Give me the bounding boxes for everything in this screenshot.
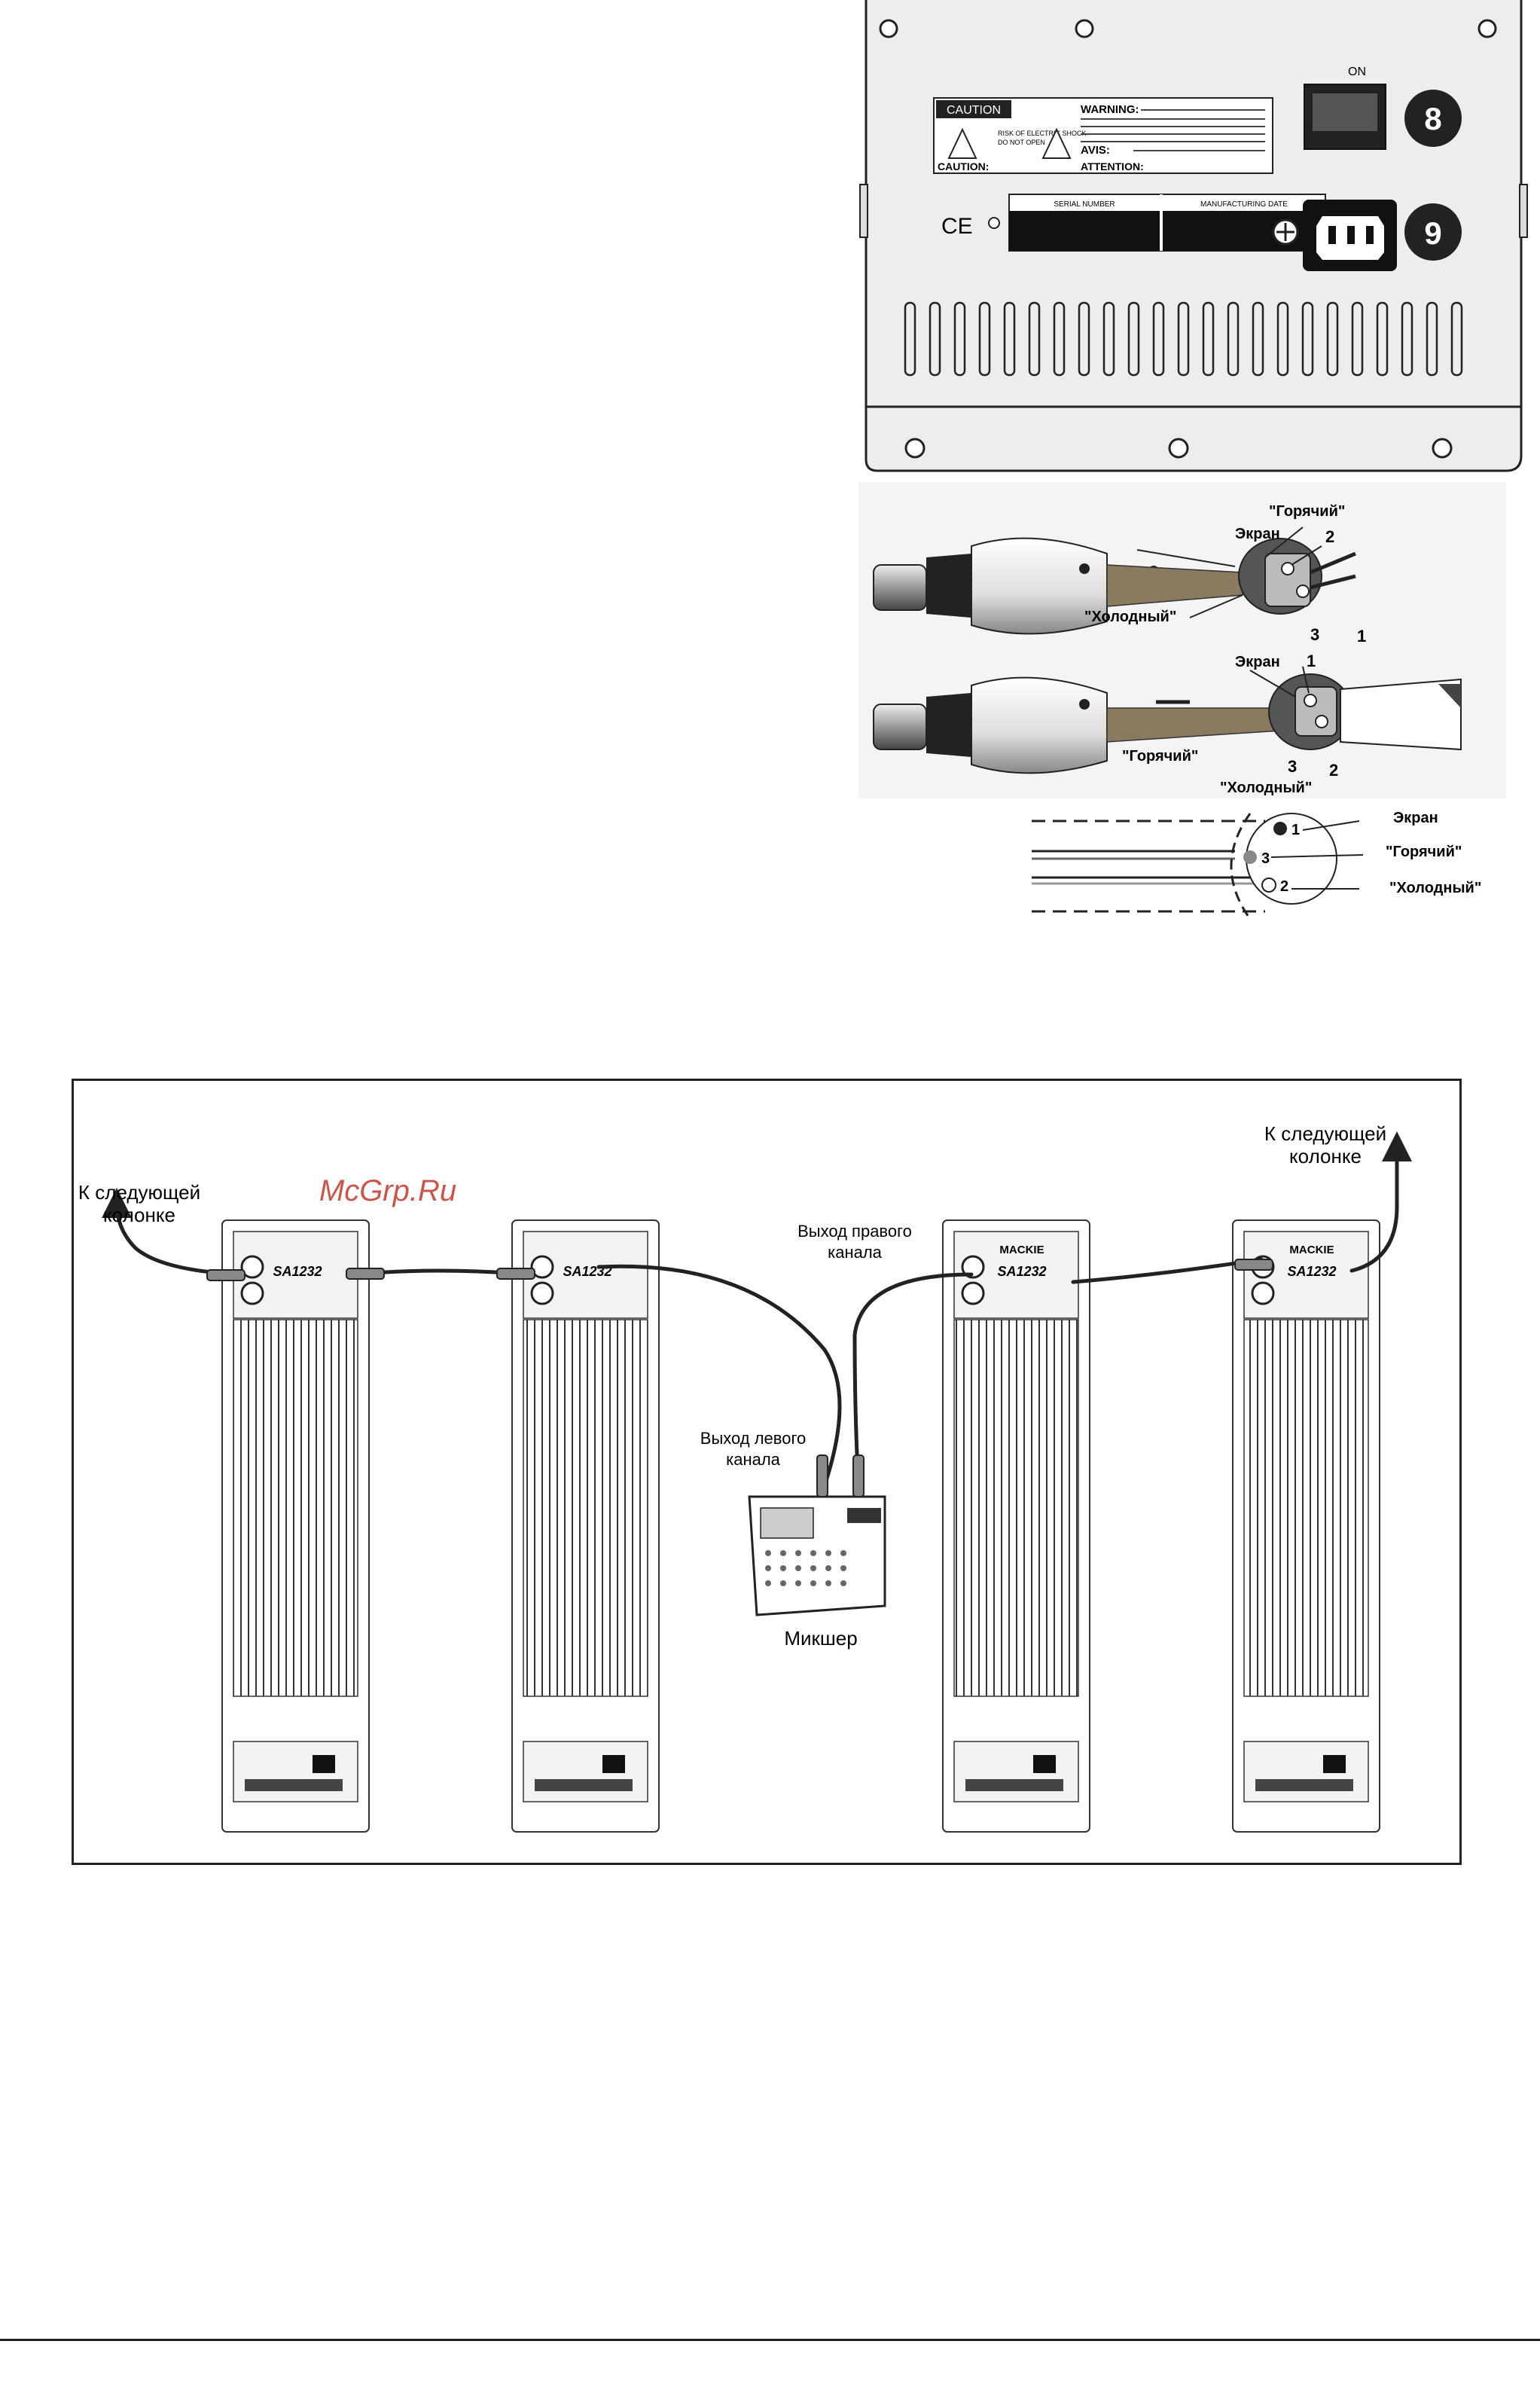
speaker-1: SA1232 — [221, 1219, 370, 1833]
mixer-label: Микшер — [784, 1627, 857, 1650]
xlr2-hot-label: "Горячий" — [1122, 748, 1198, 765]
xlr1-pin3: 3 — [1310, 625, 1319, 644]
xlr2-pin1: 1 — [1307, 652, 1316, 670]
left-next-line1: К следующей — [78, 1181, 200, 1204]
avis-title: AVIS: — [1081, 144, 1110, 157]
speaker-4-model: SA1232 — [1287, 1264, 1336, 1279]
schem-shield-label: Экран — [1393, 810, 1438, 826]
attention-title: ATTENTION: — [1081, 160, 1144, 172]
right-out-line1: Выход правого — [797, 1222, 912, 1241]
xlr-wiring-illustration: "Горячий" Экран 2 "Холодный" 3 1 Экран 1… — [858, 482, 1506, 919]
schem-cold-label: "Холодный" — [1389, 880, 1481, 896]
left-next-line2: колонке — [103, 1204, 175, 1226]
xlr2-pin2: 2 — [1329, 761, 1338, 780]
badge-9: 9 — [1424, 215, 1441, 251]
mfg-label: MANUFACTURING DATE — [1200, 200, 1288, 209]
warning-title: WARNING: — [1081, 103, 1139, 116]
wiring-diagram: SA1232 SA1232 MACKIE SA1232 MACKIE — [78, 1122, 1412, 1833]
left-out-line1: Выход левого — [700, 1429, 806, 1448]
on-label: ON — [1348, 66, 1366, 78]
caution-title: CAUTION — [947, 104, 1001, 117]
serial-label: SERIAL NUMBER — [1054, 200, 1115, 209]
wiring-diagram-frame — [72, 1079, 1462, 1865]
schem-pin3: 3 — [1261, 850, 1270, 867]
speaker-3: MACKIE SA1232 — [942, 1219, 1090, 1833]
xlr2-pin3: 3 — [1288, 757, 1297, 776]
caution2-title: CAUTION: — [938, 160, 989, 172]
caution-sub2: DO NOT OPEN — [998, 139, 1045, 146]
speaker-2: SA1232 — [511, 1219, 660, 1833]
xlr1-hot-label: "Горячий" — [1269, 503, 1345, 520]
watermark: McGrp.Ru — [319, 1174, 456, 1207]
xlr2-shield-label: Экран — [1235, 654, 1280, 670]
schem-pin1: 1 — [1291, 822, 1300, 838]
speaker-4-brand: MACKIE — [1289, 1244, 1334, 1256]
xlr2-cold-label: "Холодный" — [1220, 780, 1312, 796]
xlr1-pin2: 2 — [1325, 527, 1334, 546]
badge-8: 8 — [1424, 101, 1441, 136]
footer-rule — [0, 2339, 1540, 2341]
right-out-line2: канала — [828, 1243, 883, 1262]
right-next-line1: К следующей — [1264, 1122, 1386, 1145]
speaker-4: MACKIE SA1232 — [1232, 1219, 1380, 1833]
caution-sub1: RISK OF ELECTRIC SHOCK — [998, 130, 1087, 137]
rear-panel-illustration: CAUTION RISK OF ELECTRIC SHOCK DO NOT OP… — [859, 0, 1528, 472]
speaker-3-brand: MACKIE — [999, 1244, 1044, 1256]
xlr1-pin1: 1 — [1357, 627, 1366, 646]
schem-hot-label: "Горячий" — [1386, 844, 1462, 860]
speaker-3-model: SA1232 — [997, 1264, 1046, 1279]
xlr1-shield-label: Экран — [1235, 526, 1280, 542]
left-out-line2: канала — [726, 1450, 781, 1469]
ce-mark: CE — [941, 214, 973, 239]
right-next-line2: колонке — [1289, 1145, 1362, 1168]
mixer — [748, 1495, 886, 1616]
schem-pin2: 2 — [1280, 878, 1288, 895]
speaker-1-model: SA1232 — [273, 1264, 322, 1279]
xlr1-cold-label: "Холодный" — [1084, 609, 1176, 625]
